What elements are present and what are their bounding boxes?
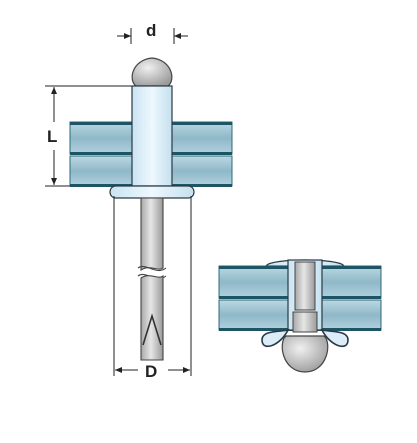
label-d: d [146, 21, 156, 40]
mandrel-head-top [131, 57, 173, 87]
dimension-d: d [117, 21, 188, 44]
mandrel-point [142, 313, 162, 346]
blind-side-bulb [261, 328, 290, 348]
dimension-D: D [113, 196, 192, 381]
uninstalled-rivet: d L D [45, 21, 233, 381]
label-D: D [145, 362, 157, 381]
installed-mandrel-stem [294, 261, 316, 311]
rivet-flange [109, 185, 195, 199]
label-L: L [47, 127, 57, 146]
rivet-sleeve [131, 85, 173, 187]
installed-mandrel-head [281, 335, 329, 373]
mandrel-stem-upper [140, 197, 164, 272]
dimension-L: L [45, 85, 132, 187]
installed-mandrel-collar [292, 311, 318, 333]
installed-rivet [218, 259, 382, 373]
